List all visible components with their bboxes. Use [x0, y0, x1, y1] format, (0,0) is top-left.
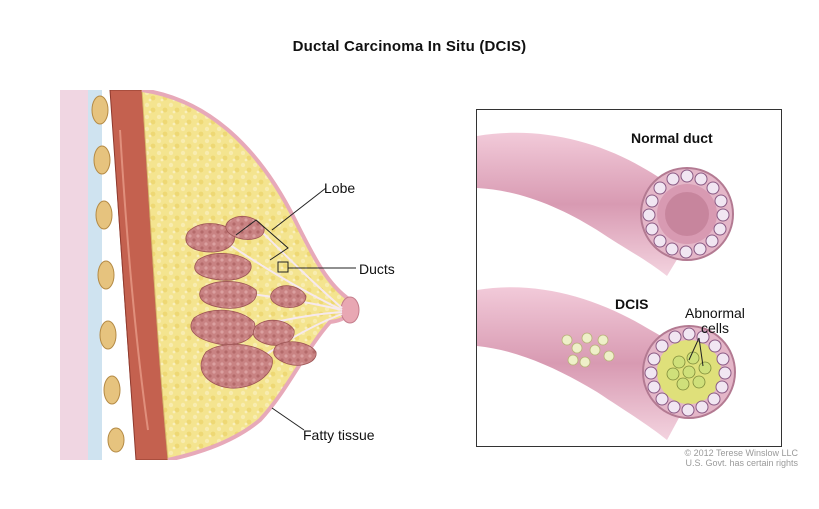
breast-cross-section-illustration — [60, 90, 370, 460]
copyright-line2: U.S. Govt. has certain rights — [598, 458, 798, 468]
label-lobe: Lobe — [324, 180, 355, 196]
label-normal-duct: Normal duct — [631, 130, 713, 146]
copyright-line1: © 2012 Terese Winslow LLC — [598, 448, 798, 458]
duct-comparison-illustration — [477, 110, 781, 446]
label-abnormal-cells-line2: cells — [685, 321, 745, 336]
label-dcis: DCIS — [615, 296, 648, 312]
duct-comparison-inset: Normal duct DCIS Abnormal cells — [476, 109, 782, 447]
copyright-notice: © 2012 Terese Winslow LLC U.S. Govt. has… — [598, 448, 798, 468]
label-ducts: Ducts — [359, 261, 395, 277]
label-abnormal-cells-line1: Abnormal — [685, 306, 745, 321]
diagram-title: Ductal Carcinoma In Situ (DCIS) — [0, 38, 819, 55]
label-fatty-tissue: Fatty tissue — [303, 427, 375, 443]
label-abnormal-cells: Abnormal cells — [685, 306, 745, 336]
